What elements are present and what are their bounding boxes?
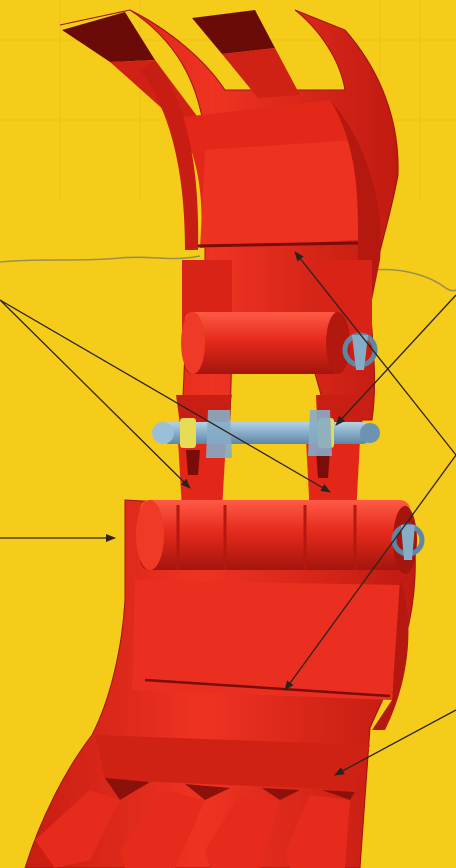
- background-crack-right: [372, 270, 456, 291]
- background-crack: [0, 256, 200, 262]
- pin-collar-left: [180, 418, 196, 448]
- lower-bucket: [25, 440, 417, 868]
- upper-bucket: [60, 10, 398, 440]
